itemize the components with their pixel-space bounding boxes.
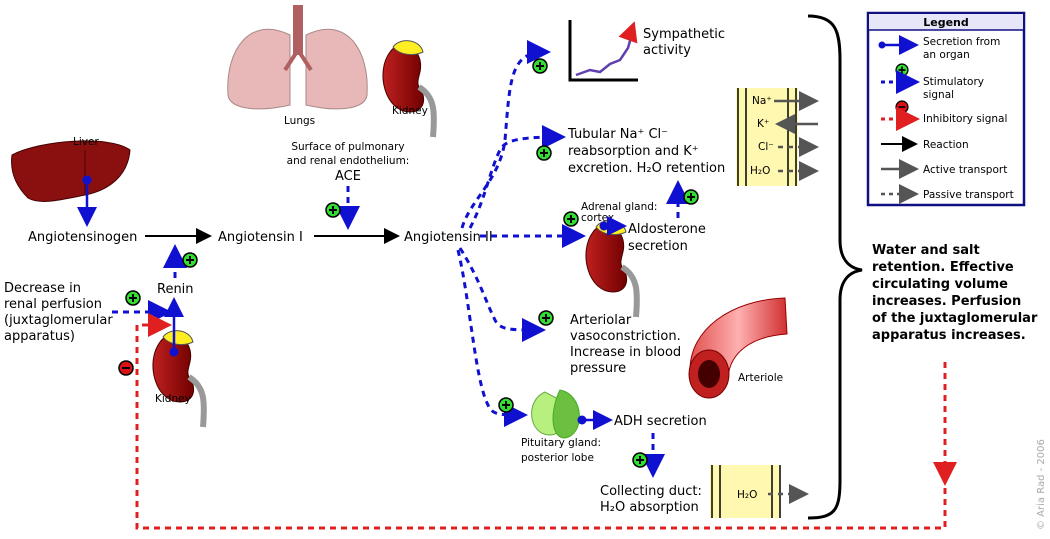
lungs-image <box>227 5 368 110</box>
adh-label: ADH secretion <box>614 414 707 429</box>
kidney-top-label: Kidney <box>392 105 428 117</box>
ion-k: K⁺ <box>757 118 769 130</box>
pituitary-label: Pituitary gland:posterior lobe <box>521 437 601 464</box>
renin-label: Renin <box>157 282 194 297</box>
legend-title: Legend <box>923 16 969 29</box>
kidney-top-image <box>383 41 434 137</box>
liver-image <box>11 140 131 202</box>
ion-h2o: H₂O <box>750 165 770 177</box>
collecting-duct-label: Collecting duct:H₂O absorption <box>600 484 702 515</box>
ion-na: Na⁺ <box>752 95 772 107</box>
angiotensin-1: Angiotensin I <box>218 230 303 245</box>
lungs-label: Lungs <box>284 115 315 127</box>
angiotensinogen: Angiotensinogen <box>28 230 137 245</box>
arteriole-image <box>688 297 788 399</box>
tubule-membrane <box>736 88 798 186</box>
duct-membrane <box>710 465 781 518</box>
duct-ion-h2o: H₂O <box>737 489 757 501</box>
pituitary-image <box>531 389 580 439</box>
arteriole-label: Arteriole <box>738 372 783 384</box>
ion-cl: Cl⁻ <box>758 141 774 153</box>
legend-active: Active transport <box>923 164 1007 176</box>
adrenal-label: Adrenal gland:cortex <box>581 201 657 224</box>
angiotensin-2: Angiotensin II <box>404 230 493 245</box>
kidney-bottom-image <box>153 331 204 427</box>
copyright: © Aria Rad - 2006 <box>1036 439 1047 530</box>
tubular-label: Tubular Na⁺ Cl⁻reabsorption and K⁺excret… <box>567 127 725 176</box>
liver-label: Liver <box>73 136 99 148</box>
negative-feedback-arrow <box>135 313 947 530</box>
legend-reaction: Reaction <box>923 139 969 151</box>
brace <box>807 14 863 520</box>
legend-inhibitory: Inhibitory signal <box>923 113 1007 125</box>
legend-passive: Passive transport <box>923 189 1014 201</box>
kidney-bottom-label: Kidney <box>155 393 191 405</box>
sympathetic-graph-icon <box>568 20 638 82</box>
